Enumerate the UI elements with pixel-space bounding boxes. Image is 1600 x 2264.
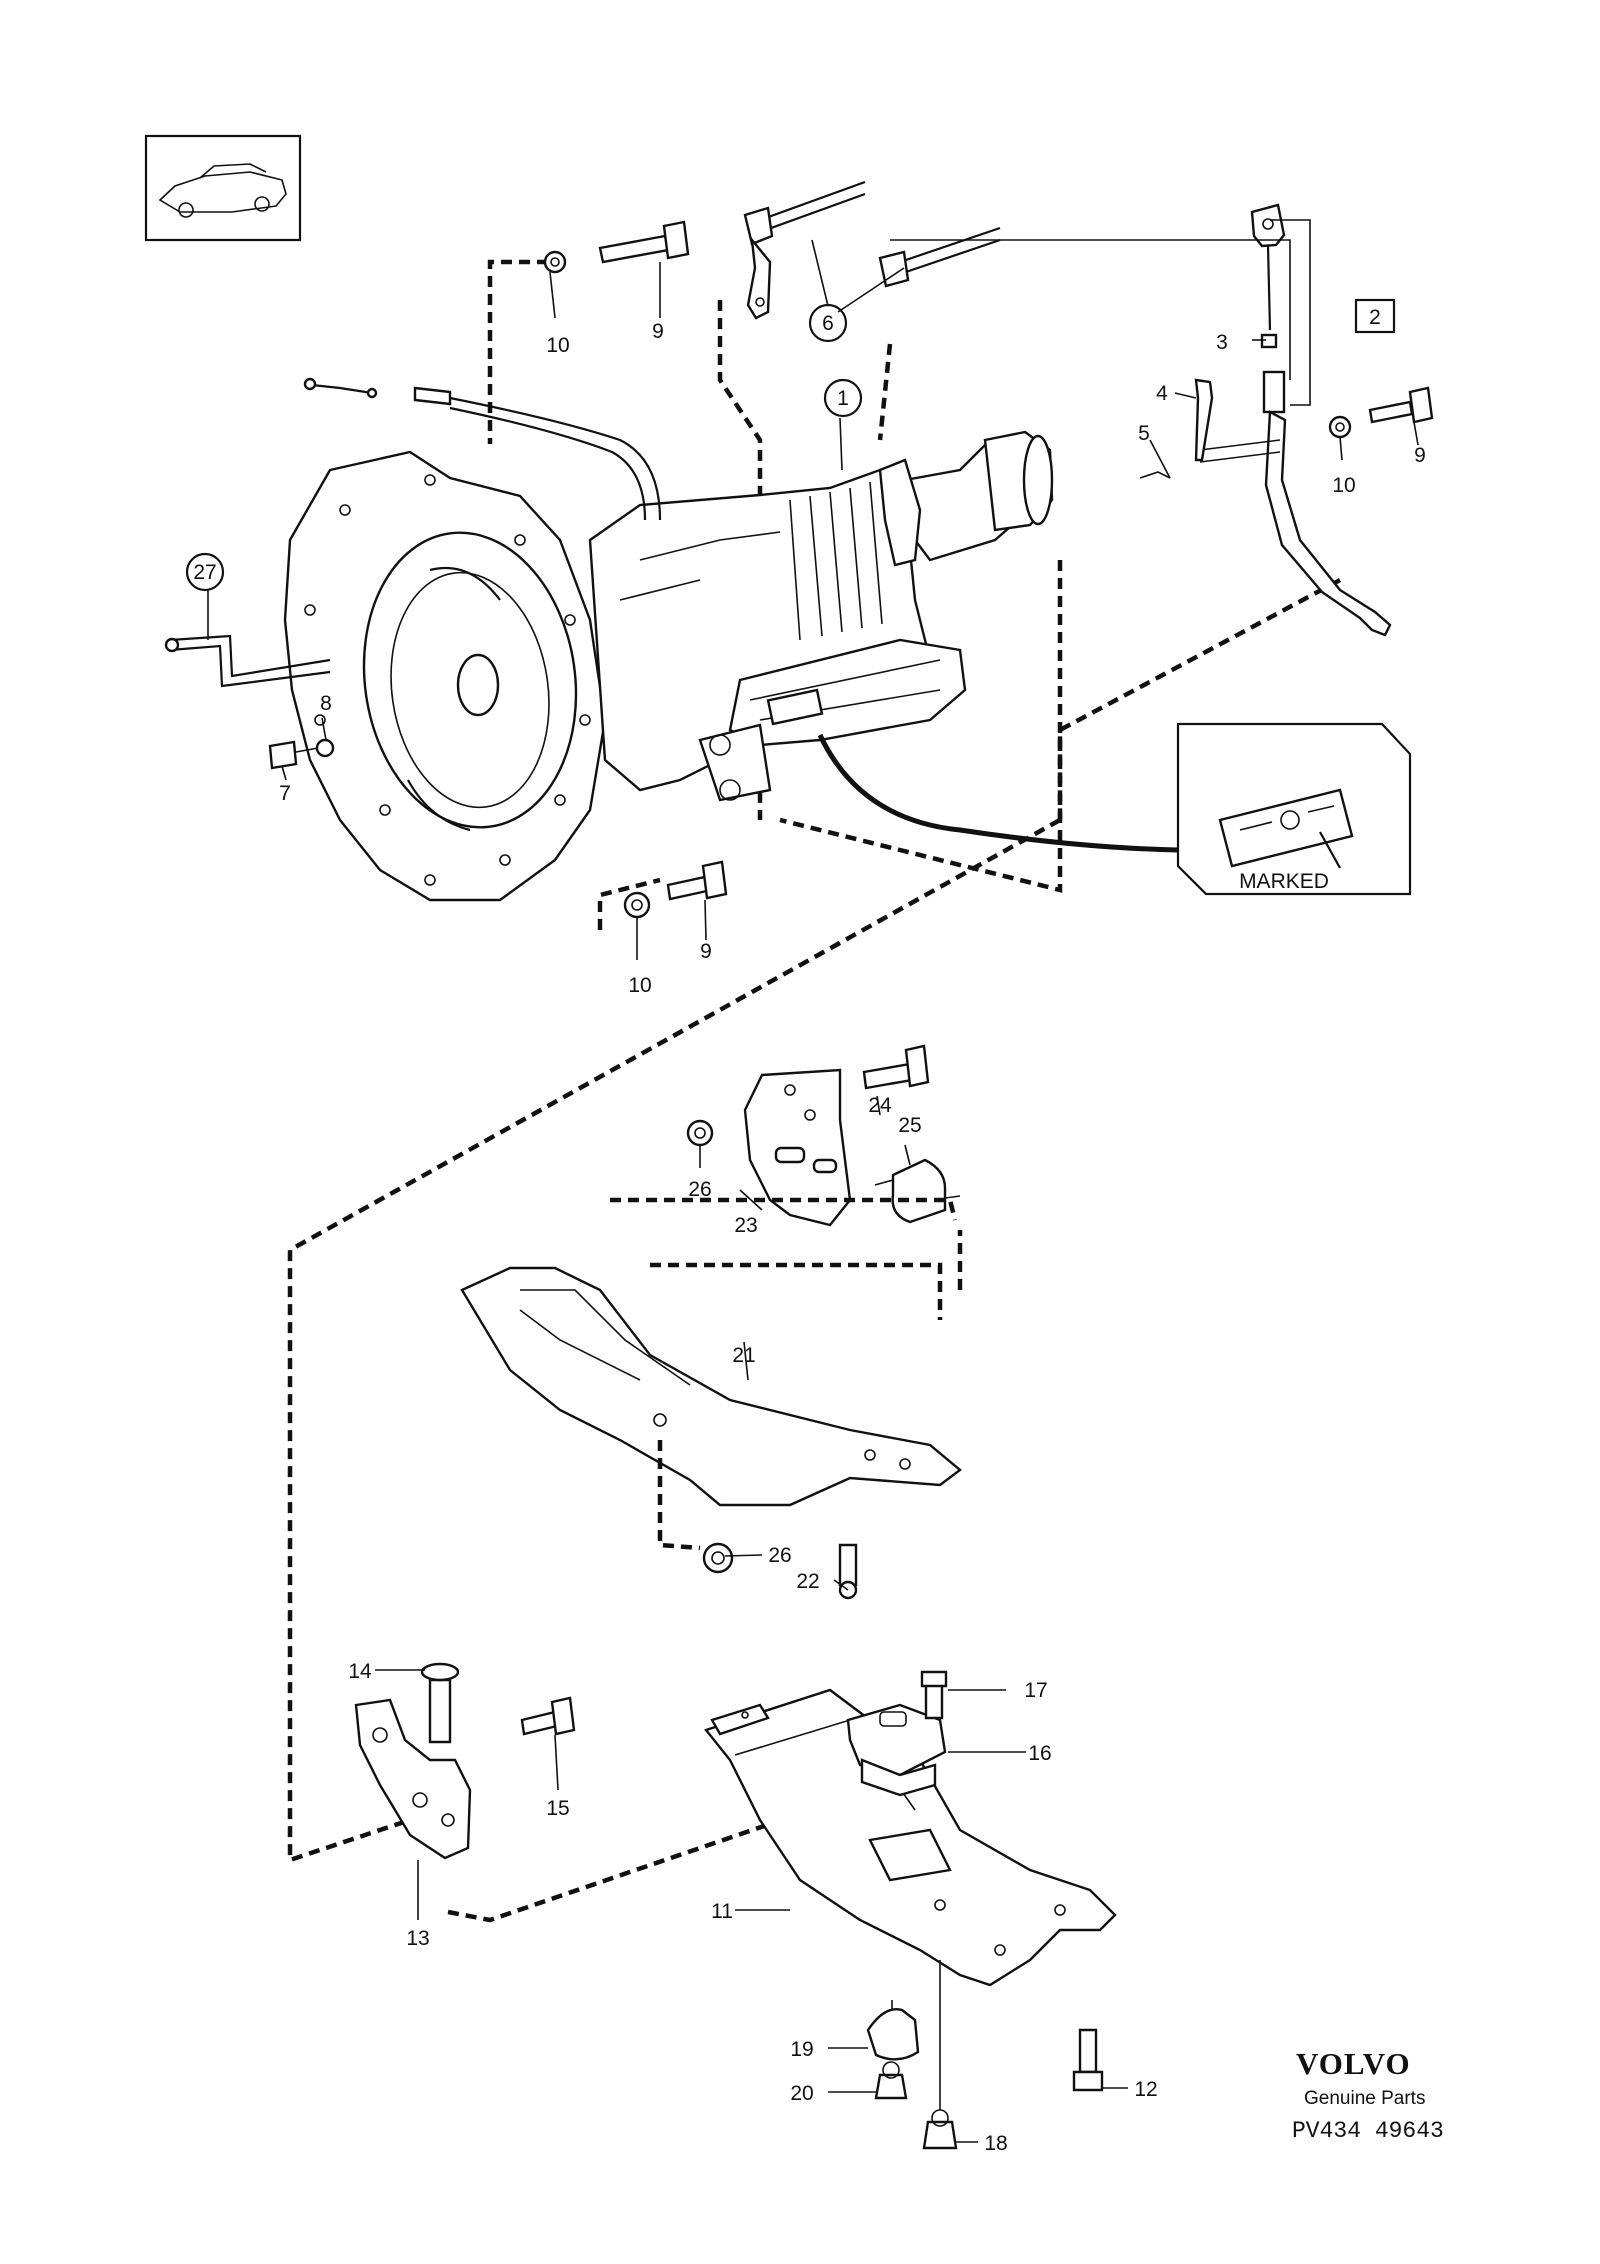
callout-10-bottom: 10	[628, 974, 651, 997]
callout-11: 11	[711, 1900, 733, 1923]
callout-labels: 1 2 3 4 5 6 7 8 9 9 9 10 10 10 11 12 13 …	[193, 306, 1426, 2155]
callout-26-upper: 26	[688, 1178, 711, 1201]
callout-3: 3	[1216, 331, 1228, 354]
callout-24: 24	[868, 1094, 892, 1117]
marked-plate-inset	[817, 722, 1412, 896]
callout-8: 8	[320, 692, 332, 715]
part-number: PV434 49643	[1292, 2118, 1444, 2144]
callout-7: 7	[279, 782, 291, 805]
bolt-washer-bottom	[623, 860, 728, 919]
callout-2: 2	[1369, 306, 1381, 329]
callout-25: 25	[898, 1114, 921, 1137]
rubber-mount-16	[846, 1670, 948, 1797]
callout-23: 23	[734, 1214, 757, 1237]
crossmember-upper	[460, 1197, 962, 1600]
callout-10-top-right: 10	[1332, 474, 1355, 497]
callout-1: 1	[837, 387, 849, 410]
callout-14: 14	[348, 1660, 372, 1683]
callout-15: 15	[546, 1797, 569, 1820]
brand-subtitle: Genuine Parts	[1304, 2088, 1426, 2109]
callout-26-lower: 26	[768, 1544, 791, 1567]
bolt-washer-top-left	[543, 220, 690, 274]
callout-21: 21	[732, 1344, 755, 1367]
callout-4: 4	[1156, 382, 1168, 405]
rear-mount-bracket	[686, 1044, 961, 1227]
callout-9-bottom: 9	[700, 940, 712, 963]
callout-9-top-right: 9	[1414, 444, 1426, 467]
bolt-washer-top-right	[1328, 386, 1434, 439]
callout-13: 13	[406, 1927, 429, 1950]
callout-9-top-left: 9	[652, 320, 664, 343]
callout-17: 17	[1024, 1679, 1047, 1702]
callout-12: 12	[1134, 2078, 1157, 2101]
callout-5: 5	[1138, 422, 1150, 445]
marked-label: MARKED	[1239, 870, 1329, 893]
callout-20: 20	[790, 2082, 813, 2105]
callout-22: 22	[796, 1570, 819, 1593]
car-thumbnail	[144, 134, 302, 242]
kickdown-cable	[303, 377, 662, 521]
selector-cables	[743, 180, 1001, 320]
callout-18: 18	[984, 2132, 1007, 2155]
callout-6: 6	[822, 312, 834, 335]
drain-plug	[268, 738, 335, 770]
leader-lines	[207, 219, 1419, 2143]
callout-16: 16	[1028, 1742, 1051, 1765]
callout-10-top-left: 10	[546, 334, 569, 357]
lower-fasteners	[866, 1960, 1104, 2150]
brand-logo: VOLVO	[1296, 2046, 1411, 2081]
callout-frames	[185, 298, 1396, 592]
transmission-assembly	[283, 430, 1054, 902]
oil-cooler-pipe	[164, 634, 331, 688]
callout-27: 27	[193, 561, 216, 584]
bracket-13	[354, 1662, 576, 1860]
dipstick-assembly	[1139, 203, 1392, 637]
callout-19: 19	[790, 2038, 813, 2061]
